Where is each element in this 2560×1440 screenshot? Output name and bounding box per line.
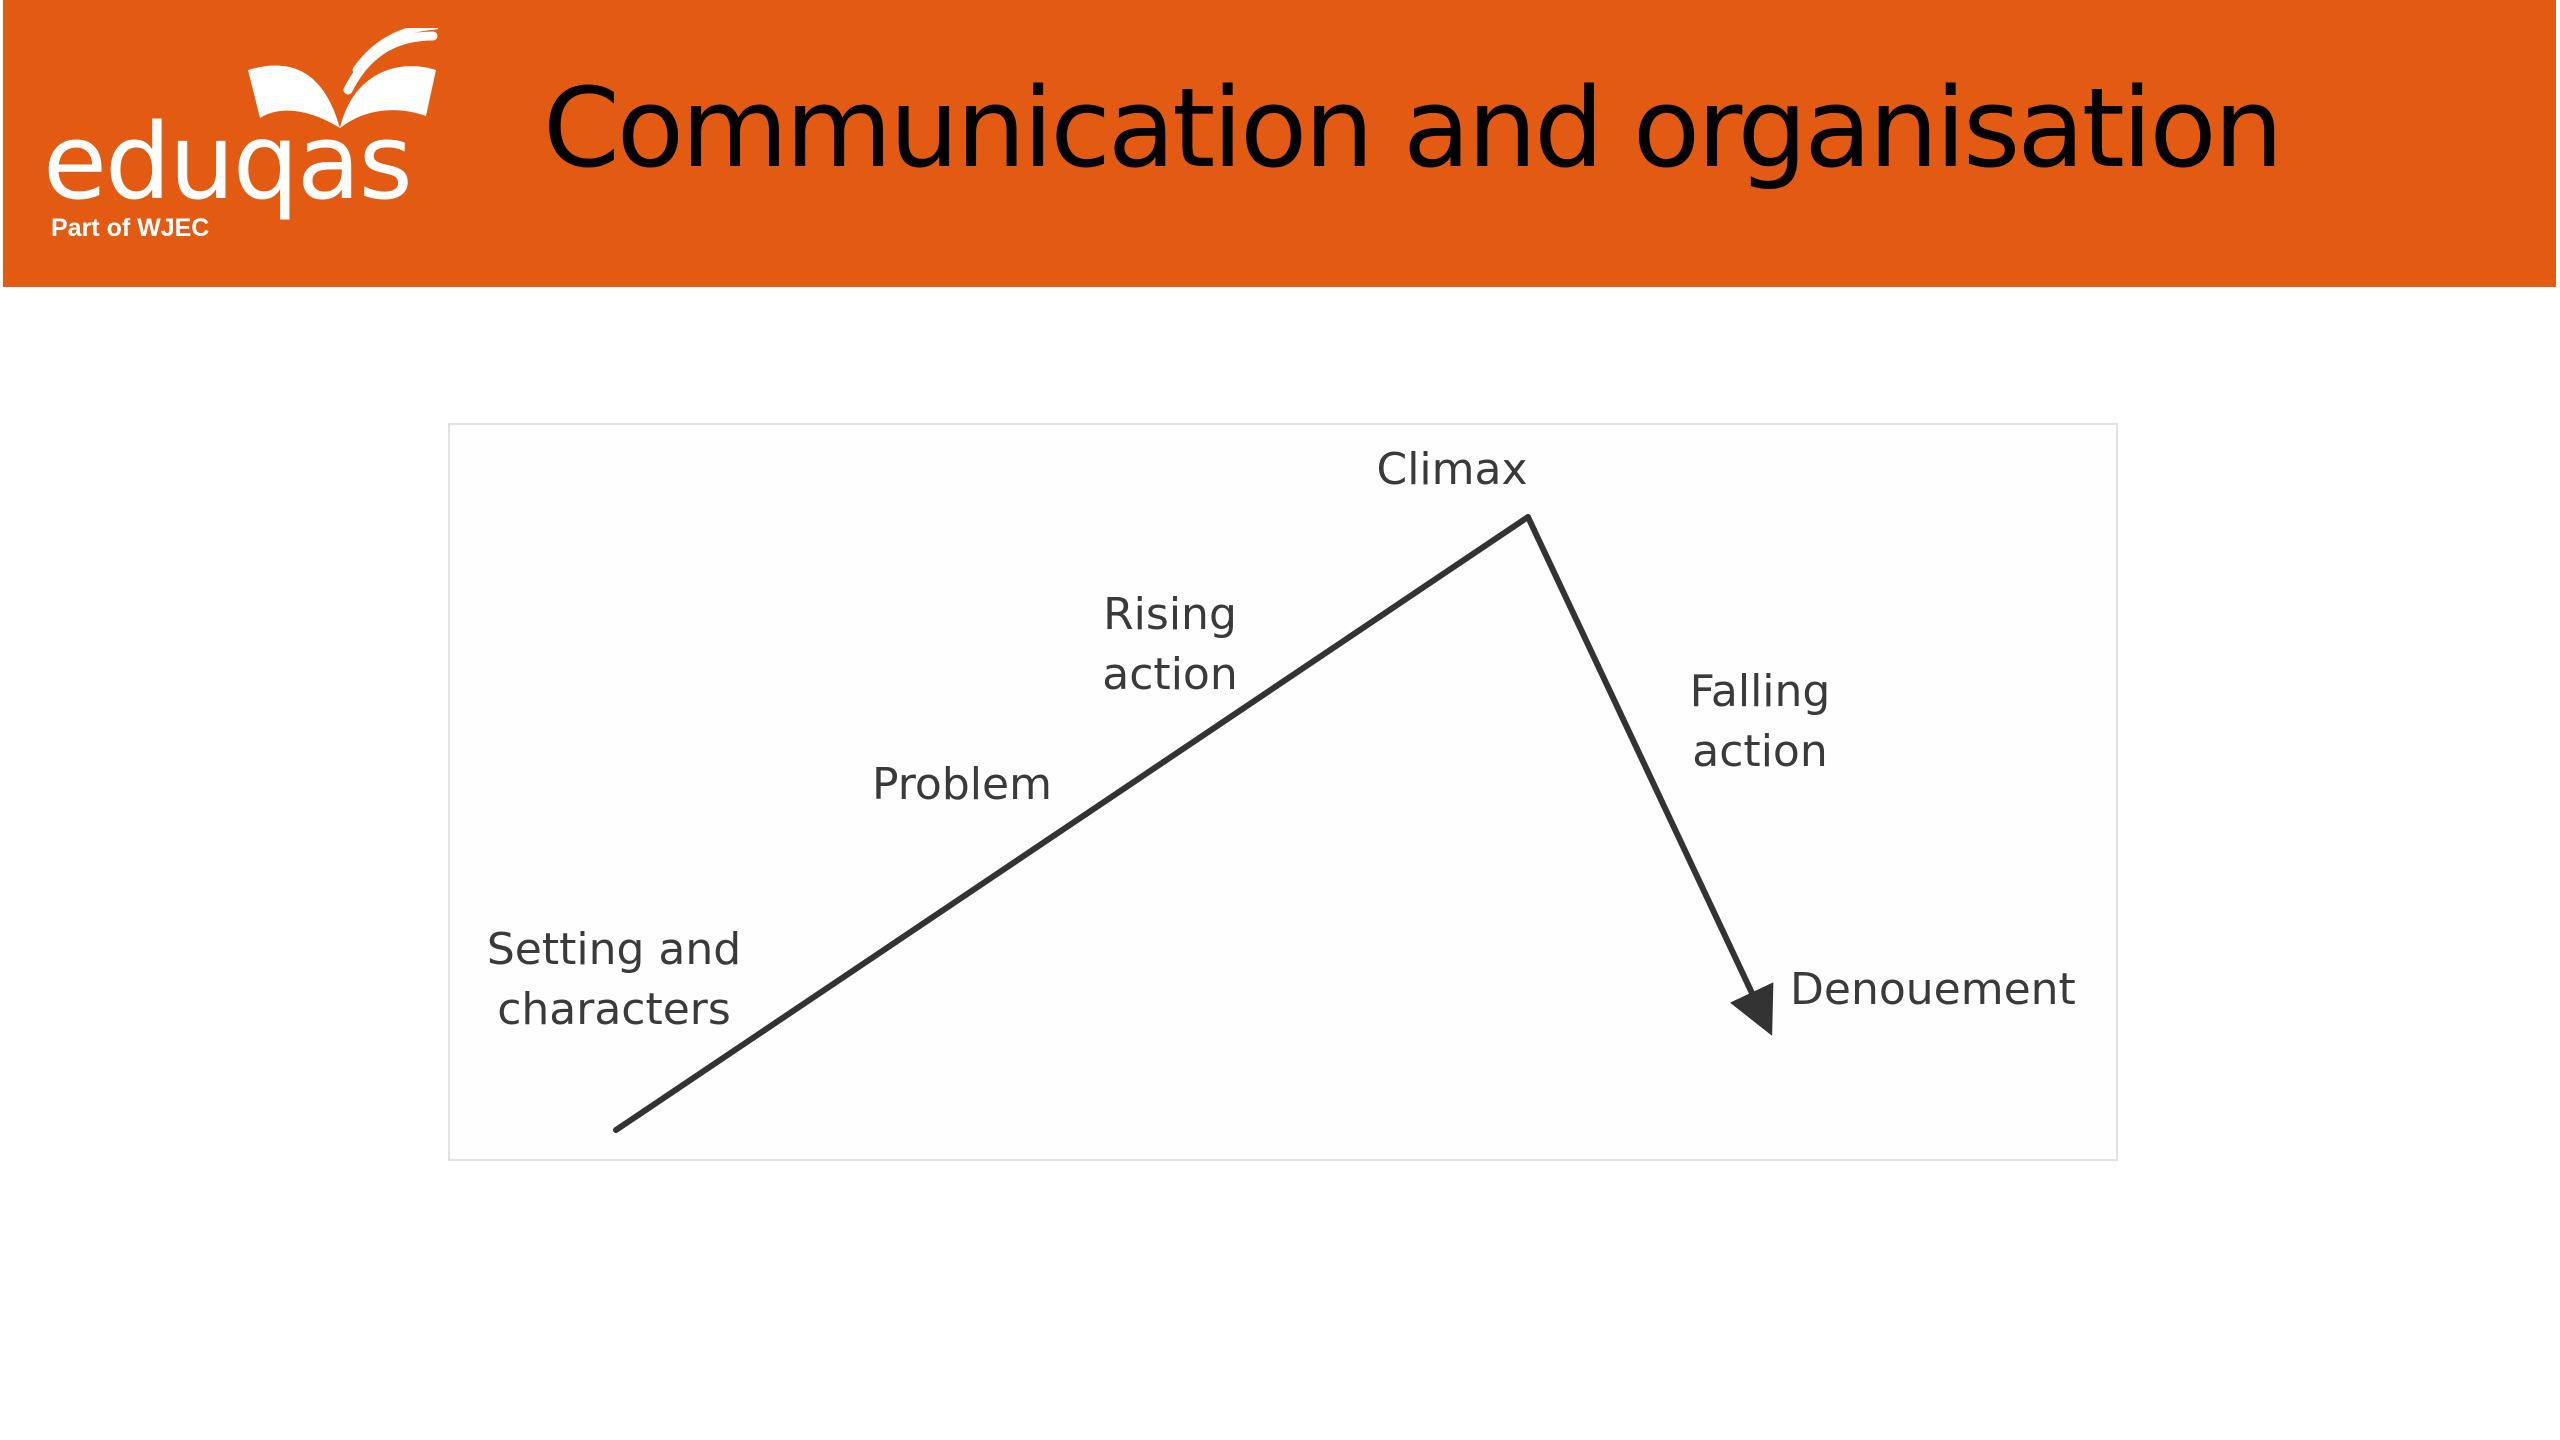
plot-diagram: Setting and characters Problem Rising ac… (448, 423, 2118, 1161)
page-title: Communication and organisation (543, 64, 2283, 192)
label-setting: Setting and characters (486, 924, 742, 1035)
header-bar: eduqas Part of WJEC Communication and or… (3, 0, 2556, 287)
label-rising-action: Rising action (1102, 589, 1238, 700)
label-problem: Problem (872, 759, 1052, 810)
plot-arc-lines (613, 514, 1774, 1133)
label-falling-action: Falling action (1689, 666, 1831, 777)
label-climax: Climax (1376, 444, 1528, 495)
label-denouement: Denouement (1790, 964, 2076, 1015)
open-book-icon (248, 28, 438, 128)
eduqas-logo: eduqas Part of WJEC (43, 28, 438, 258)
logo-wordmark: eduqas (43, 101, 413, 223)
falling-line (1525, 514, 1774, 1036)
logo-tagline: Part of WJEC (51, 214, 210, 242)
rising-line (613, 514, 1531, 1133)
